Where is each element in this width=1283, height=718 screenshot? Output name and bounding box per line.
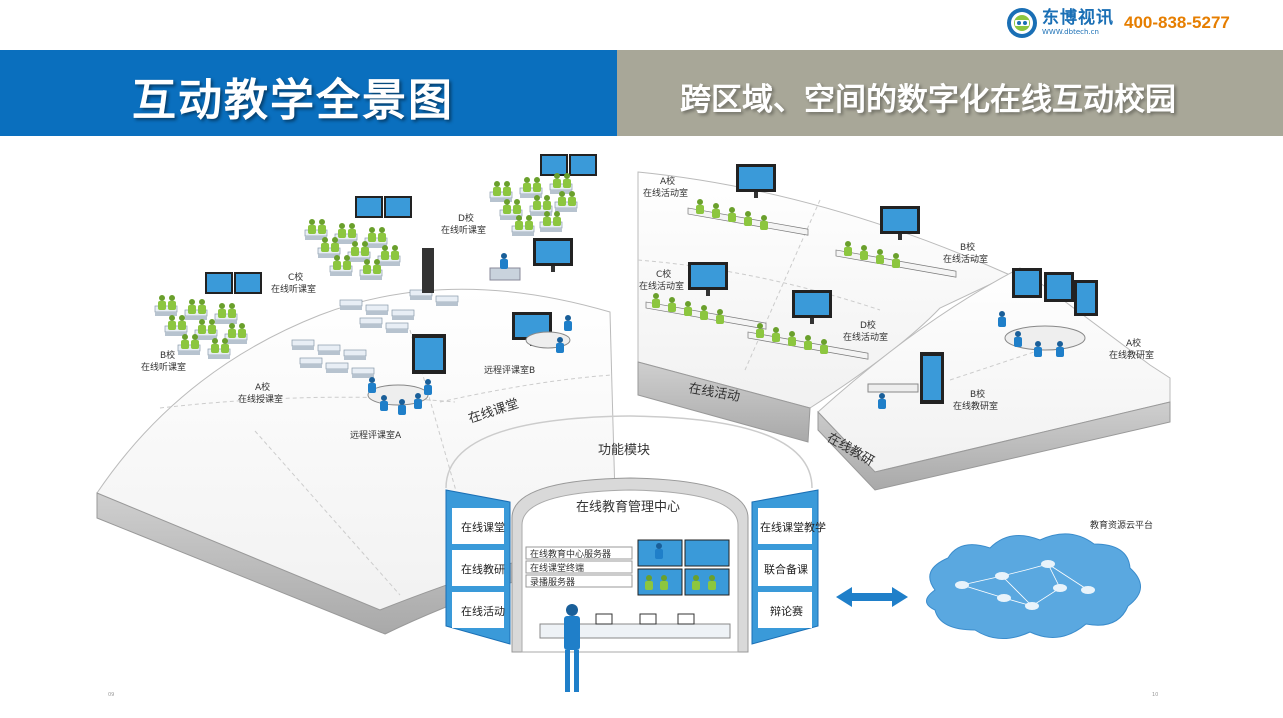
room-label-school: C校 [656, 268, 671, 280]
function-module: 功能模块 在线课堂 在线教研 在线活动 在线课堂教学 联合备课 辩论赛 在线教育… [445, 415, 826, 692]
room-label-name: 远程评课室A [350, 429, 402, 441]
room-label-school: D校 [860, 319, 876, 331]
room-label-name: 在线教研室 [1109, 349, 1154, 361]
room-label-school: B校 [960, 241, 975, 253]
research-platform: A校 在线教研室 B校 在线教研室 在线教研 [817, 267, 1171, 491]
room-label-name: 在线活动室 [843, 331, 888, 343]
server-item: 在线课堂终端 [530, 562, 584, 574]
page-subtitle: 跨区域、空间的数字化在线互动校园 [680, 82, 1176, 118]
subtitle-banner [617, 50, 1283, 136]
brand-url: WWW.dbtech.cn [1042, 28, 1099, 36]
module-right-item: 辩论赛 [770, 604, 803, 618]
panorama-diagram: B校 在线听课室 A校 在线授课室 C校 在线听课室 D校 在线听课室 远程评课… [96, 154, 1171, 698]
page-number-left: 09 [108, 692, 114, 698]
room-label-name: 在线听课室 [141, 361, 186, 373]
room-label-school: C校 [288, 271, 303, 283]
module-left-item: 在线课堂 [461, 520, 505, 534]
module-left-item: 在线教研 [461, 562, 505, 576]
page-title: 互动教学全景图 [132, 75, 454, 126]
room-label-school: B校 [970, 388, 985, 400]
room-label-school: A校 [1126, 337, 1141, 349]
title-banner [0, 50, 617, 136]
module-right-item: 在线课堂教学 [760, 520, 826, 534]
room-label-name: 在线授课室 [238, 393, 283, 405]
brand-logo-icon [1007, 8, 1037, 38]
room-label-school: A校 [255, 381, 270, 393]
room-label-name: 在线活动室 [643, 187, 688, 199]
server-item: 录播服务器 [530, 576, 575, 588]
bidirectional-arrow-icon [836, 587, 908, 607]
activity-platform: A校 在线活动室 B校 在线活动室 C校 在线活动室 D校 在线活动室 在线活动 [637, 164, 1012, 443]
room-label-name: 在线活动室 [639, 280, 684, 292]
brand-name: 东博视讯 [1042, 8, 1114, 28]
function-module-title: 功能模块 [598, 443, 650, 458]
room-label-name: 远程评课室B [484, 364, 535, 376]
module-left-item: 在线活动 [461, 604, 505, 618]
brand-logo: 东博视讯 WWW.dbtech.cn 400-838-5277 [1006, 6, 1276, 40]
cloud-platform: 教育资源云平台 [836, 519, 1153, 639]
room-label-school: D校 [458, 212, 474, 224]
server-item: 在线教育中心服务器 [530, 548, 611, 560]
management-center-title: 在线教育管理中心 [576, 499, 680, 515]
room-label-name: 在线教研室 [953, 400, 998, 412]
room-label-name: 在线活动室 [943, 253, 988, 265]
room-label-school: B校 [160, 349, 175, 361]
room-label-name: 在线听课室 [271, 283, 316, 295]
page-number-right: 10 [1152, 692, 1158, 698]
phone-number: 400-838-5277 [1124, 13, 1230, 32]
cloud-label: 教育资源云平台 [1090, 519, 1153, 531]
room-label-name: 在线听课室 [441, 224, 486, 236]
module-right-item: 联合备课 [764, 562, 808, 576]
room-label-school: A校 [660, 175, 675, 187]
